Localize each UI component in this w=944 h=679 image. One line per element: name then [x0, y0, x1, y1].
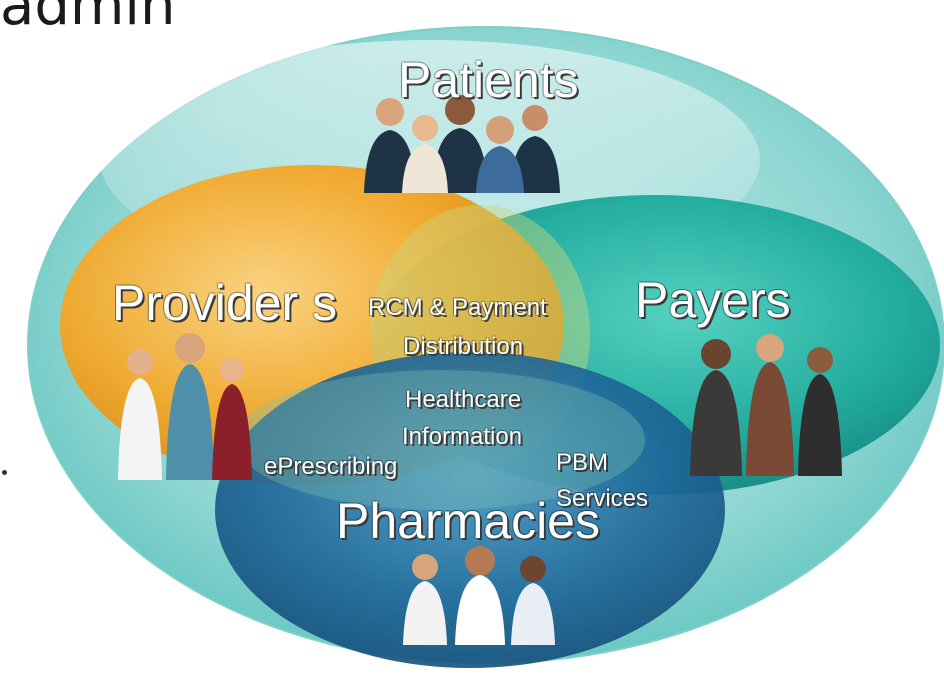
- patients-group-icon: [364, 95, 560, 193]
- healthcare-info-line1: Healthcare: [405, 386, 522, 413]
- patients-label: Patients: [398, 52, 579, 108]
- partial-heading-text: admin: [0, 0, 176, 38]
- payers-label: Payers: [635, 272, 791, 328]
- rcm-label-line2: Distribution: [403, 333, 524, 360]
- rcm-label-line1: RCM & Payment: [368, 294, 547, 321]
- eprescribing-label: ePrescribing: [264, 453, 398, 480]
- pharmacies-label: Pharmacies: [336, 493, 600, 549]
- pbm-label-line1: PBM: [556, 449, 609, 476]
- providers-group-icon: [118, 333, 252, 480]
- pharmacies-overlap-tint: [235, 370, 645, 510]
- pharmacies-circle: [215, 352, 725, 668]
- healthcare-info-line2: Information: [402, 423, 523, 450]
- bullet-dot: [2, 470, 7, 475]
- pharmacies-group-icon: [403, 546, 555, 645]
- payers-group-icon: [690, 334, 842, 476]
- pbm-label-line2: Services: [556, 485, 649, 512]
- providers-label: Provider s: [112, 275, 338, 331]
